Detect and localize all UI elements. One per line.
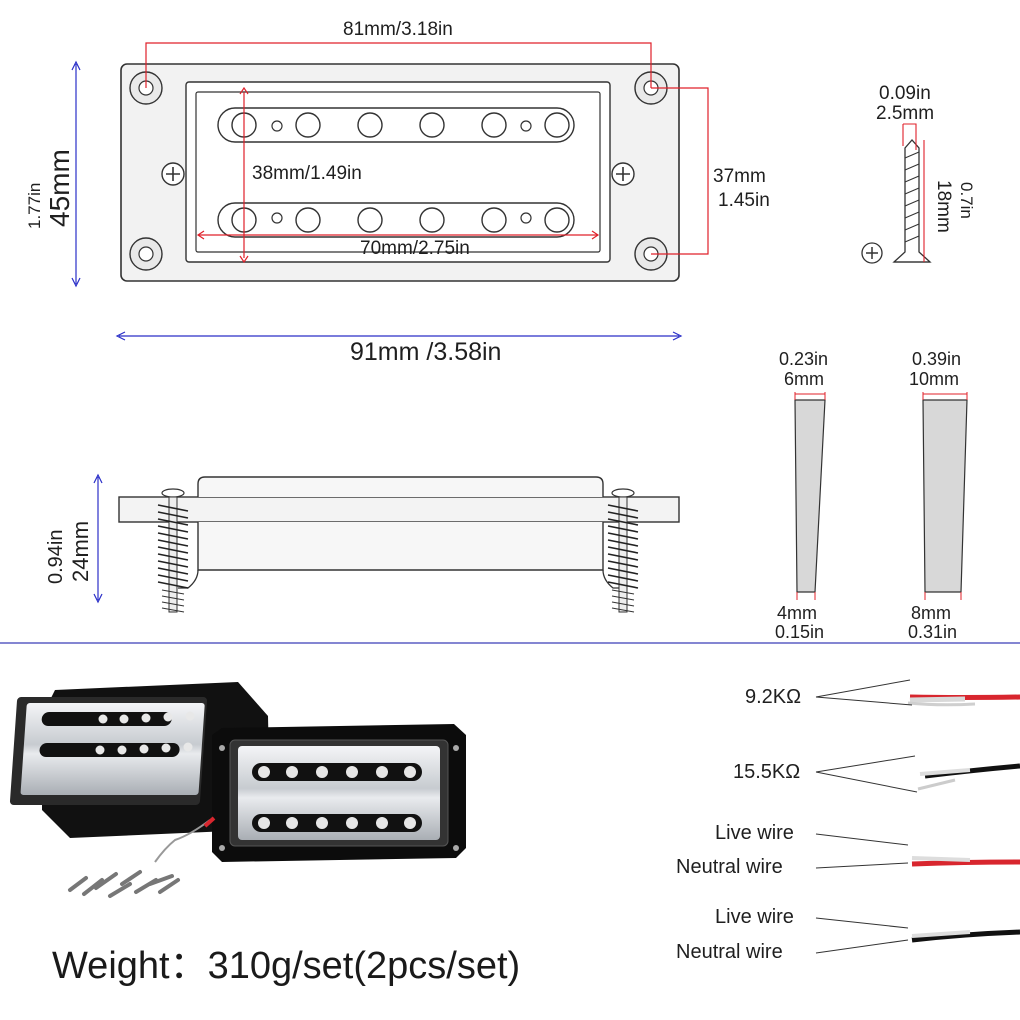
wire-pair-1: [815, 679, 1020, 707]
screw-dimension-lines: [902, 123, 925, 262]
left-height-labels: 1.77in 45mm: [24, 115, 84, 255]
overall-width-label: 91mm /3.58in: [350, 338, 502, 366]
wedge-large-bottom-in-label: 0.31in: [908, 622, 958, 642]
left-height-mm-label: 45mm: [44, 149, 75, 227]
wire-pair-2: [815, 755, 1020, 793]
wedge-large-bottom-mm-label: 8mm: [911, 603, 951, 623]
side-height-in-label: 0.94in: [45, 529, 67, 585]
right-height-mm-label: 37mm: [713, 166, 766, 187]
screw-length-labels: 18mm 0.7in: [929, 168, 977, 268]
pickup-photo-front: [212, 724, 466, 862]
left-height-in-label: 1.77in: [25, 182, 44, 229]
resistance-1-label: 9.2KΩ: [745, 686, 802, 708]
side-view: [118, 476, 680, 613]
height-spring-left: [157, 488, 189, 613]
screw-length-mm-label: 18mm: [933, 180, 954, 233]
height-spring-right: [607, 488, 639, 613]
set2-live-wire-label: Live wire: [715, 906, 794, 928]
wedge-small-top-mm-label: 6mm: [784, 369, 824, 389]
phillips-screw-icon: [161, 162, 185, 186]
screw-length-in-label: 0.7in: [957, 182, 976, 219]
wedge-small-bottom-in-label: 0.15in: [775, 622, 825, 642]
wedge-small: [794, 392, 826, 600]
side-height-labels: 0.94in 24mm: [42, 492, 98, 602]
top-width-label: 81mm/3.18in: [343, 19, 453, 40]
wire-pair-3: [815, 833, 1020, 869]
wedge-large-top-mm-label: 10mm: [909, 369, 960, 389]
photo-screws: [68, 870, 180, 898]
right-height-in-label: 1.45in: [718, 190, 770, 211]
phillips-screw-icon: [611, 162, 635, 186]
top-view-frame: [120, 63, 680, 282]
screw-diameter-in-label: 0.09in: [879, 83, 931, 104]
set1-neutral-wire-label: Neutral wire: [676, 856, 783, 878]
wedge-large-top-in-label: 0.39in: [912, 349, 962, 369]
dimension-height-left: [71, 60, 81, 288]
photo-lead-wires: [154, 816, 216, 863]
wire-pair-4: [815, 917, 1020, 954]
wedge-small-top-in-label: 0.23in: [779, 349, 829, 369]
resistance-2-label: 15.5KΩ: [733, 761, 801, 783]
inner-width-label: 70mm/2.75in: [360, 238, 470, 259]
weight-label: Weight：310g/set(2pcs/set): [52, 945, 521, 987]
pole-piece-row-top: [217, 107, 575, 143]
dimension-width-top: [145, 42, 652, 88]
wedge-large: [922, 392, 968, 600]
dimension-overall-width: [115, 331, 683, 341]
phillips-screw-icon: [861, 242, 883, 264]
dimension-inner-width: [196, 230, 600, 240]
wedge-small-bottom-mm-label: 4mm: [777, 603, 817, 623]
set2-neutral-wire-label: Neutral wire: [676, 941, 783, 963]
set1-live-wire-label: Live wire: [715, 822, 794, 844]
dimension-right-height: [651, 87, 709, 255]
dimension-side-height: [93, 473, 103, 604]
mount-hole-bottom-left: [129, 237, 163, 271]
dimension-inner-height: [239, 86, 249, 264]
mounting-screw: [892, 139, 932, 263]
inner-height-label: 38mm/1.49in: [252, 163, 362, 184]
screw-diameter-mm-label: 2.5mm: [876, 103, 935, 124]
pole-piece-row-bottom: [217, 202, 575, 238]
side-height-mm-label: 24mm: [68, 520, 93, 582]
